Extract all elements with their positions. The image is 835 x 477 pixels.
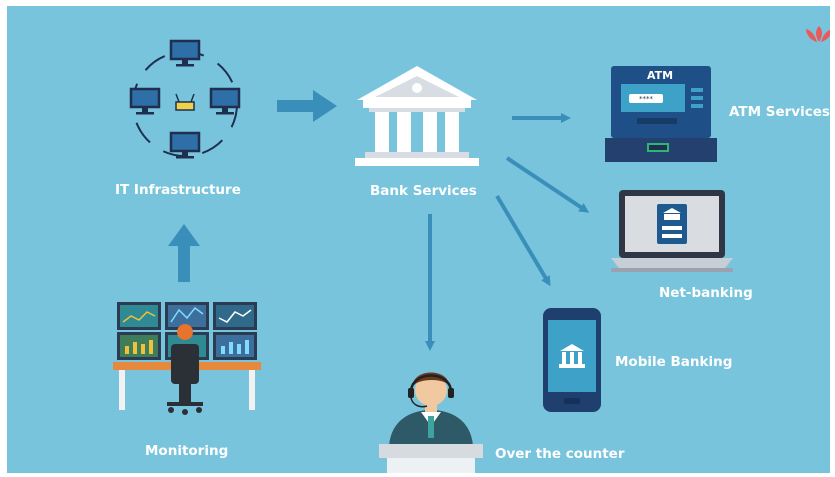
bank-teller-icon bbox=[379, 372, 483, 473]
over-the-counter-label: Over the counter bbox=[495, 446, 625, 462]
it-infrastructure-label: IT Infrastructure bbox=[115, 182, 241, 198]
laptop-icon bbox=[611, 190, 733, 272]
net-banking-label: Net-banking bbox=[659, 285, 753, 301]
arrow-it-to-bank bbox=[277, 90, 337, 122]
arrow-monitoring-to-it bbox=[168, 224, 200, 282]
bank-services-label: Bank Services bbox=[370, 183, 477, 199]
smartphone-icon bbox=[543, 308, 601, 412]
svg-text:****: **** bbox=[639, 95, 654, 103]
diagram-canvas: **** bbox=[7, 6, 830, 473]
mobile-banking-label: Mobile Banking bbox=[615, 354, 733, 370]
atm-screen-text: ATM bbox=[647, 69, 674, 82]
atm-machine-icon: **** bbox=[605, 66, 717, 162]
arrow-bank-to-netbanking bbox=[505, 156, 590, 213]
diagram-graphics: **** bbox=[113, 26, 830, 473]
network-computers-icon bbox=[129, 39, 241, 159]
monitoring-label: Monitoring bbox=[145, 443, 229, 459]
lotus-logo-icon bbox=[806, 26, 830, 42]
flow-arrows bbox=[168, 90, 590, 351]
bank-building-icon bbox=[355, 66, 479, 166]
monitoring-desk-icon bbox=[113, 302, 261, 415]
atm-services-label: ATM Services bbox=[729, 104, 830, 120]
arrow-bank-to-mobile bbox=[495, 194, 551, 287]
